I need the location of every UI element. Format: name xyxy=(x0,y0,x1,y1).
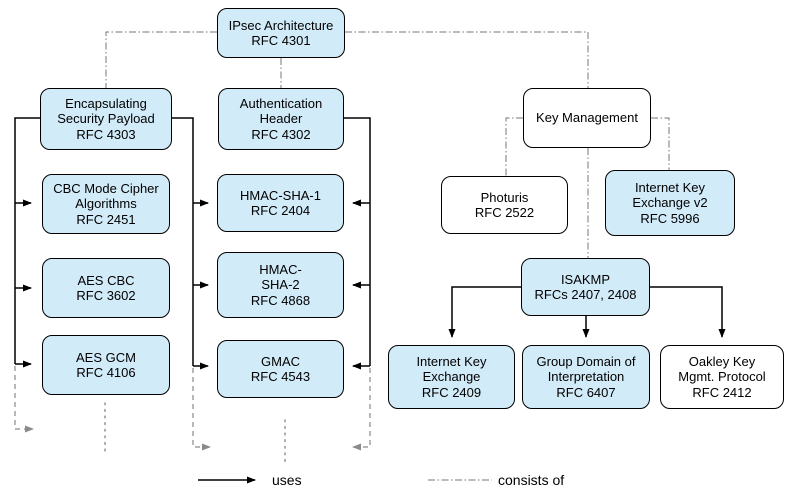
node-label-line: Authentication xyxy=(239,95,323,111)
node-photuris: Photuris RFC 2522 xyxy=(441,176,568,234)
node-label-line: RFC 4302 xyxy=(251,126,311,142)
node-internet-key-exchange: Internet Key Exchange RFC 2409 xyxy=(388,345,515,409)
edge-ipsec-to-keymgmt xyxy=(345,31,589,88)
trunk-ah-right xyxy=(344,117,371,366)
edge-keymgmt-to-ikev2 xyxy=(651,117,670,170)
node-label-line: IPsec Architecture xyxy=(228,17,334,33)
node-label-line: RFC 3602 xyxy=(76,288,136,303)
edge-isakmp-to-oakley xyxy=(650,286,726,338)
node-label-line: Oakley Key xyxy=(688,353,756,369)
legend-uses-label: uses xyxy=(272,472,302,488)
trunk-esp-right xyxy=(172,117,194,366)
node-gmac: GMAC RFC 4543 xyxy=(217,340,344,398)
node-label-line: RFC 4543 xyxy=(250,369,311,384)
node-label-line: RFCs 2407, 2408 xyxy=(534,287,637,302)
node-label-line: AES CBC xyxy=(77,272,135,288)
node-label-line: AES GCM xyxy=(76,349,136,365)
node-label-line: RFC 2451 xyxy=(76,211,136,227)
node-hmac-sha-2: HMAC- SHA-2 RFC 4868 xyxy=(217,252,344,318)
consists-of-connectors xyxy=(105,31,670,481)
continuation-arrows xyxy=(14,366,371,451)
legend-consists-of-label: consists of xyxy=(498,472,565,488)
node-label-line: RFC 5996 xyxy=(640,210,700,226)
continuation-esp-right xyxy=(192,368,211,451)
node-label-line: Header xyxy=(259,111,303,127)
node-label-line: CBC Mode Cipher xyxy=(53,180,159,196)
node-label-line: ISAKMP xyxy=(560,271,611,287)
node-aes-gcm: AES GCM RFC 4106 xyxy=(42,335,170,395)
node-label-line: Exchange v2 xyxy=(632,195,708,211)
node-authentication-header: Authentication Header RFC 4302 xyxy=(218,88,344,150)
node-label-line: HMAC-SHA-1 xyxy=(240,187,321,203)
ellipsis-lines xyxy=(104,402,286,467)
node-ipsec-architecture: IPsec Architecture RFC 4301 xyxy=(217,8,345,58)
trunk-esp-left xyxy=(14,117,40,364)
uses-connectors xyxy=(14,117,726,484)
node-label-line: Encapsulating xyxy=(65,95,147,111)
node-label-line: RFC 2412 xyxy=(692,384,752,400)
node-label-line: Group Domain of xyxy=(536,353,636,369)
node-oakley-key-mgmt-protocol: Oakley Key Mgmt. Protocol RFC 2412 xyxy=(660,345,784,409)
node-label-line: RFC 4301 xyxy=(251,33,311,48)
edge-isakmp-to-ike xyxy=(448,286,521,338)
node-label-line: RFC 4106 xyxy=(76,365,136,380)
node-internet-key-exchange-v2: Internet Key Exchange v2 RFC 5996 xyxy=(605,170,735,236)
node-label-line: Interpretation xyxy=(547,369,625,385)
node-label-line: RFC 4868 xyxy=(250,292,311,308)
node-label-line: Internet Key xyxy=(634,179,706,195)
node-label-line: Mgmt. Protocol xyxy=(678,369,766,385)
node-isakmp: ISAKMP RFCs 2407, 2408 xyxy=(521,258,650,316)
node-label-line: RFC 2404 xyxy=(250,203,311,218)
edge-ipsec-to-esp xyxy=(105,31,217,88)
node-cbc-mode-cipher-algorithms: CBC Mode Cipher Algorithms RFC 2451 xyxy=(42,174,170,234)
node-label-line: RFC 4303 xyxy=(76,126,136,142)
node-hmac-sha-1: HMAC-SHA-1 RFC 2404 xyxy=(217,174,344,232)
node-encapsulating-security-payload: Encapsulating Security Payload RFC 4303 xyxy=(40,88,172,150)
node-label-line: Photuris xyxy=(480,189,529,205)
node-label-line: Key Management xyxy=(536,110,638,126)
edge-keymgmt-to-photuris xyxy=(505,117,523,176)
node-label-line: Internet Key xyxy=(416,353,487,369)
node-label-line: Security Payload xyxy=(57,111,155,127)
node-label-line: Exchange xyxy=(422,369,481,385)
node-key-management: Key Management xyxy=(523,88,651,148)
node-aes-cbc: AES CBC RFC 3602 xyxy=(42,258,170,318)
node-label-line: GMAC xyxy=(261,353,300,369)
continuation-left xyxy=(14,366,34,433)
continuation-ah-right xyxy=(352,368,371,451)
node-label-line: SHA-2 xyxy=(261,277,300,293)
node-label-line: RFC 2522 xyxy=(474,205,535,220)
node-label-line: Algorithms xyxy=(75,196,137,212)
node-group-domain-of-interpretation: Group Domain of Interpretation RFC 6407 xyxy=(522,345,650,409)
node-label-line: RFC 6407 xyxy=(556,384,616,400)
node-label-line: HMAC- xyxy=(259,261,302,277)
node-label-line: RFC 2409 xyxy=(421,384,482,400)
